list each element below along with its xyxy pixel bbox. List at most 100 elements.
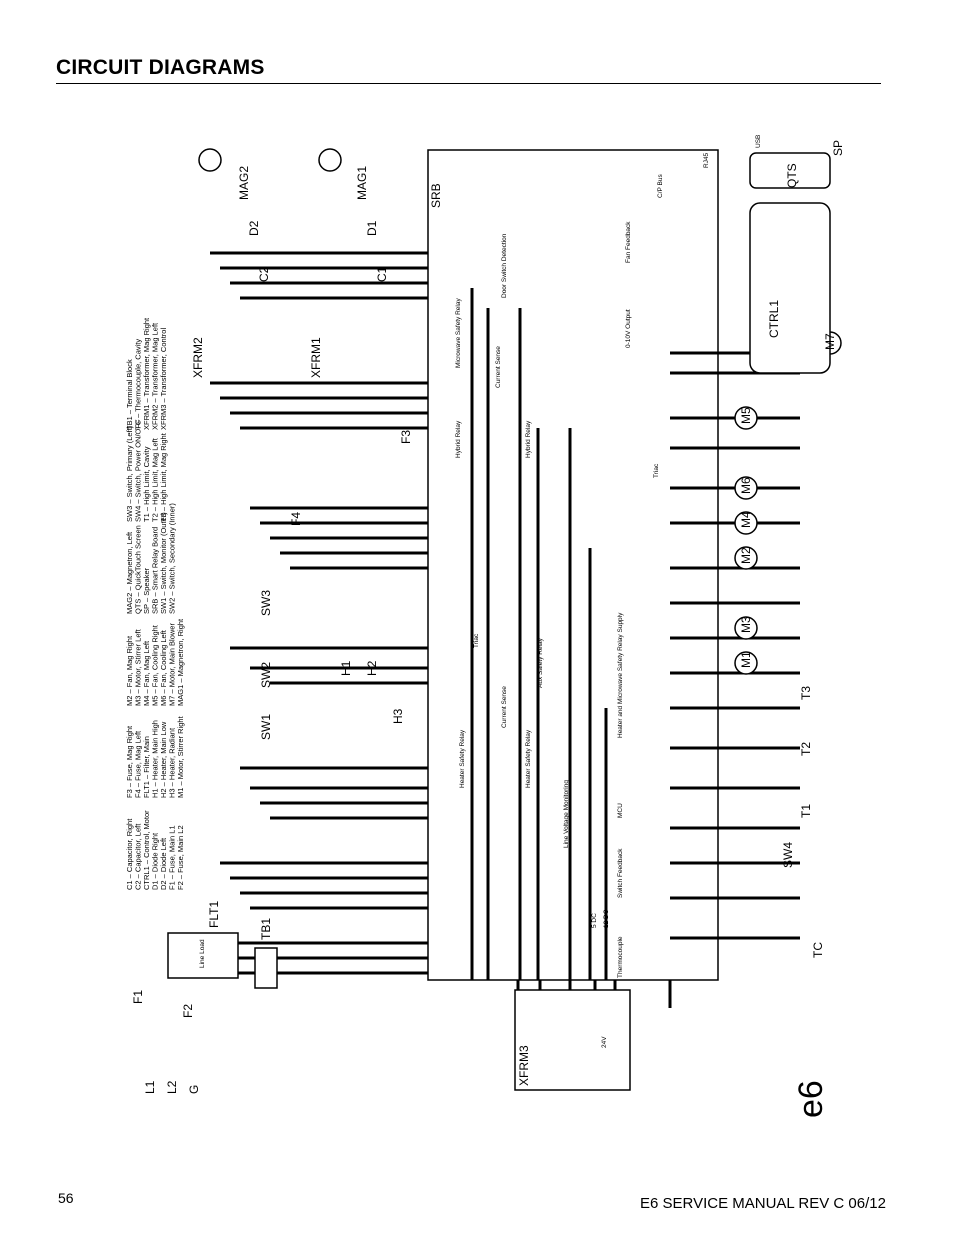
legend-entry: TC – Thermocouple, Cavity bbox=[134, 339, 143, 430]
board-block-door-switch-detection: Door Switch Detection bbox=[501, 233, 508, 298]
legend-entry: CTRL1 – Control, Motor bbox=[142, 810, 151, 890]
d1-label: D1 bbox=[365, 220, 379, 236]
legend-entry: M5 – Fan, Cooling Right bbox=[151, 624, 160, 706]
board-block-line-voltage-monitoring: Line Voltage Monitoring bbox=[563, 780, 570, 848]
xfrm3-symbol bbox=[514, 989, 631, 1091]
m6-symbol bbox=[734, 476, 758, 500]
board-block-current-sense-top: Current Sense bbox=[495, 346, 502, 388]
board-block-cp-bus: C/P Bus bbox=[657, 174, 664, 198]
legend-entry: M2 – Fan, Mag Right bbox=[125, 635, 134, 706]
legend-entry: FLT1 – Filter, Main bbox=[142, 736, 151, 798]
c2-label: C2 bbox=[257, 266, 271, 282]
d2-label: D2 bbox=[247, 220, 261, 236]
legend-entry: C2 – Capacitor, Left bbox=[134, 823, 143, 890]
legend-entry: SW1 – Switch, Monitor (Outer) bbox=[159, 512, 168, 614]
m3-symbol bbox=[734, 616, 758, 640]
page-title: CIRCUIT DIAGRAMS bbox=[56, 56, 265, 79]
tb1-label: TB1 bbox=[259, 918, 273, 940]
m4-label: M4 bbox=[739, 511, 753, 528]
m5-symbol bbox=[734, 406, 758, 430]
legend-entry: T1 – High Limit, Cavity bbox=[142, 446, 151, 522]
legend-entry: TB1 – Terminal Block bbox=[125, 359, 134, 430]
f1-label: F1 bbox=[131, 990, 145, 1004]
f2-label: F2 bbox=[181, 1004, 195, 1018]
board-block-hybrid-relay-a: Hybrid Relay bbox=[455, 420, 462, 458]
m1-label: M1 bbox=[739, 651, 753, 668]
legend-entry: C1 – Capacitor, Right bbox=[125, 818, 134, 890]
mag2-symbol bbox=[198, 148, 222, 172]
m2-label: M2 bbox=[739, 547, 753, 564]
footer-text: E6 SERVICE MANUAL REV C 06/12 bbox=[640, 1195, 886, 1212]
m5-label: M5 bbox=[739, 407, 753, 424]
xfrm2-label: XFRM2 bbox=[191, 337, 205, 378]
legend-entry: QTS – QuickTouch Screen bbox=[134, 525, 143, 614]
legend-entry: XFRM3 – Transformer, Control bbox=[159, 328, 168, 430]
board-block-output-0-10v: 0-10V Output bbox=[625, 309, 632, 348]
qts-symbol bbox=[749, 152, 831, 189]
sw1-label: SW1 bbox=[259, 714, 273, 740]
m3-label: M3 bbox=[739, 616, 753, 633]
board-block-switch-feedback: Switch Feedback bbox=[617, 848, 624, 898]
legend-entry: M1 – Motor, Stirrer Right bbox=[176, 715, 185, 798]
qts-label: QTS bbox=[785, 163, 799, 188]
flt1-label: FLT1 bbox=[207, 901, 221, 928]
l2-label: L2 bbox=[165, 1080, 179, 1094]
legend-entry: M4 – Fan, Mag Left bbox=[142, 640, 151, 706]
circuit-diagram: SRB XFRM2 XFRM1 MAG2 MAG1 D2 D1 C2 C1 F3… bbox=[125, 135, 845, 1118]
ctrl1-symbol bbox=[749, 202, 831, 374]
t1-label: T1 bbox=[799, 804, 813, 818]
model-label: e6 bbox=[792, 1080, 830, 1118]
t3-label: T3 bbox=[799, 686, 813, 700]
legend-entry: M3 – Motor, Stirrer Left bbox=[134, 628, 143, 706]
board-block-usb: USB bbox=[755, 135, 762, 148]
board-block-aux-safety-relay: Aux Safety Relay bbox=[537, 637, 544, 688]
legend-entry: D1 – Diode Right bbox=[151, 832, 160, 890]
board-block-current-sense-bottom: Current Sense bbox=[501, 686, 508, 728]
board-block-triac-right: Triac bbox=[653, 463, 660, 478]
title-rule bbox=[56, 83, 881, 84]
h3-label: H3 bbox=[391, 708, 405, 724]
m6-label: M6 bbox=[739, 477, 753, 494]
legend-entry: F4 – Fuse, Mag Left bbox=[134, 730, 143, 798]
legend-entry: M6 – Fan, Cooling Left bbox=[159, 629, 168, 706]
sw4-label: SW4 bbox=[781, 842, 795, 868]
legend-entry: H2 – Heater, Main Low bbox=[159, 721, 168, 798]
board-block-rj45: RJ45 bbox=[703, 152, 710, 168]
f3-label: F3 bbox=[399, 430, 413, 444]
l1-label: L1 bbox=[143, 1080, 157, 1094]
sw3-label: SW3 bbox=[259, 590, 273, 616]
g-label: G bbox=[187, 1085, 201, 1094]
xfrm3-label: XFRM3 bbox=[517, 1045, 531, 1086]
tb1-symbol bbox=[254, 947, 278, 989]
board-block-heater-safety-relay-a: Heater Safety Relay bbox=[459, 729, 466, 788]
m2-symbol bbox=[734, 546, 758, 570]
legend-entry: F2 – Fuse, Main L2 bbox=[176, 825, 185, 890]
legend-entry: XFRM2 – Transformer, Mag Left bbox=[151, 322, 160, 430]
t2-label: T2 bbox=[799, 742, 813, 756]
m1-symbol bbox=[734, 651, 758, 675]
legend-entry: T3 – High Limit, Mag Right bbox=[159, 432, 168, 522]
srb-board bbox=[427, 149, 719, 981]
tc-label: TC bbox=[811, 942, 825, 958]
mag2-label: MAG2 bbox=[237, 166, 251, 200]
h1-label: H1 bbox=[339, 660, 353, 676]
legend-entry: XFRM1 – Transformer, Mag Right bbox=[142, 317, 151, 430]
page-number: 56 bbox=[58, 1190, 74, 1206]
board-block-heater-microwave-supply: Heater and Microwave Safety Relay Supply bbox=[617, 612, 624, 738]
sw2-label: SW2 bbox=[259, 662, 273, 688]
board-block-mcu: MCU bbox=[617, 803, 624, 818]
xfrm1-label: XFRM1 bbox=[309, 337, 323, 378]
board-block-fan-feedback: Fan Feedback bbox=[625, 221, 632, 263]
mag1-symbol bbox=[318, 148, 342, 172]
legend-entry: F3 – Fuse, Mag Right bbox=[125, 725, 134, 798]
legend-entry: H3 – Heater, Radiant bbox=[168, 727, 177, 798]
sp-label: SP bbox=[831, 140, 845, 156]
c1-label: C1 bbox=[375, 266, 389, 282]
h2-label: H2 bbox=[365, 660, 379, 676]
legend-entry: MAG1 – Magnetron, Right bbox=[176, 618, 185, 706]
legend-entry: SP – Speaker bbox=[142, 567, 151, 614]
legend-entry: D2 – Diode Left bbox=[159, 837, 168, 890]
board-block-line-load: Line Load bbox=[199, 939, 206, 968]
srb-label: SRB bbox=[429, 183, 443, 208]
legend-entry: SW3 – Switch, Primary (Left) bbox=[125, 425, 134, 522]
